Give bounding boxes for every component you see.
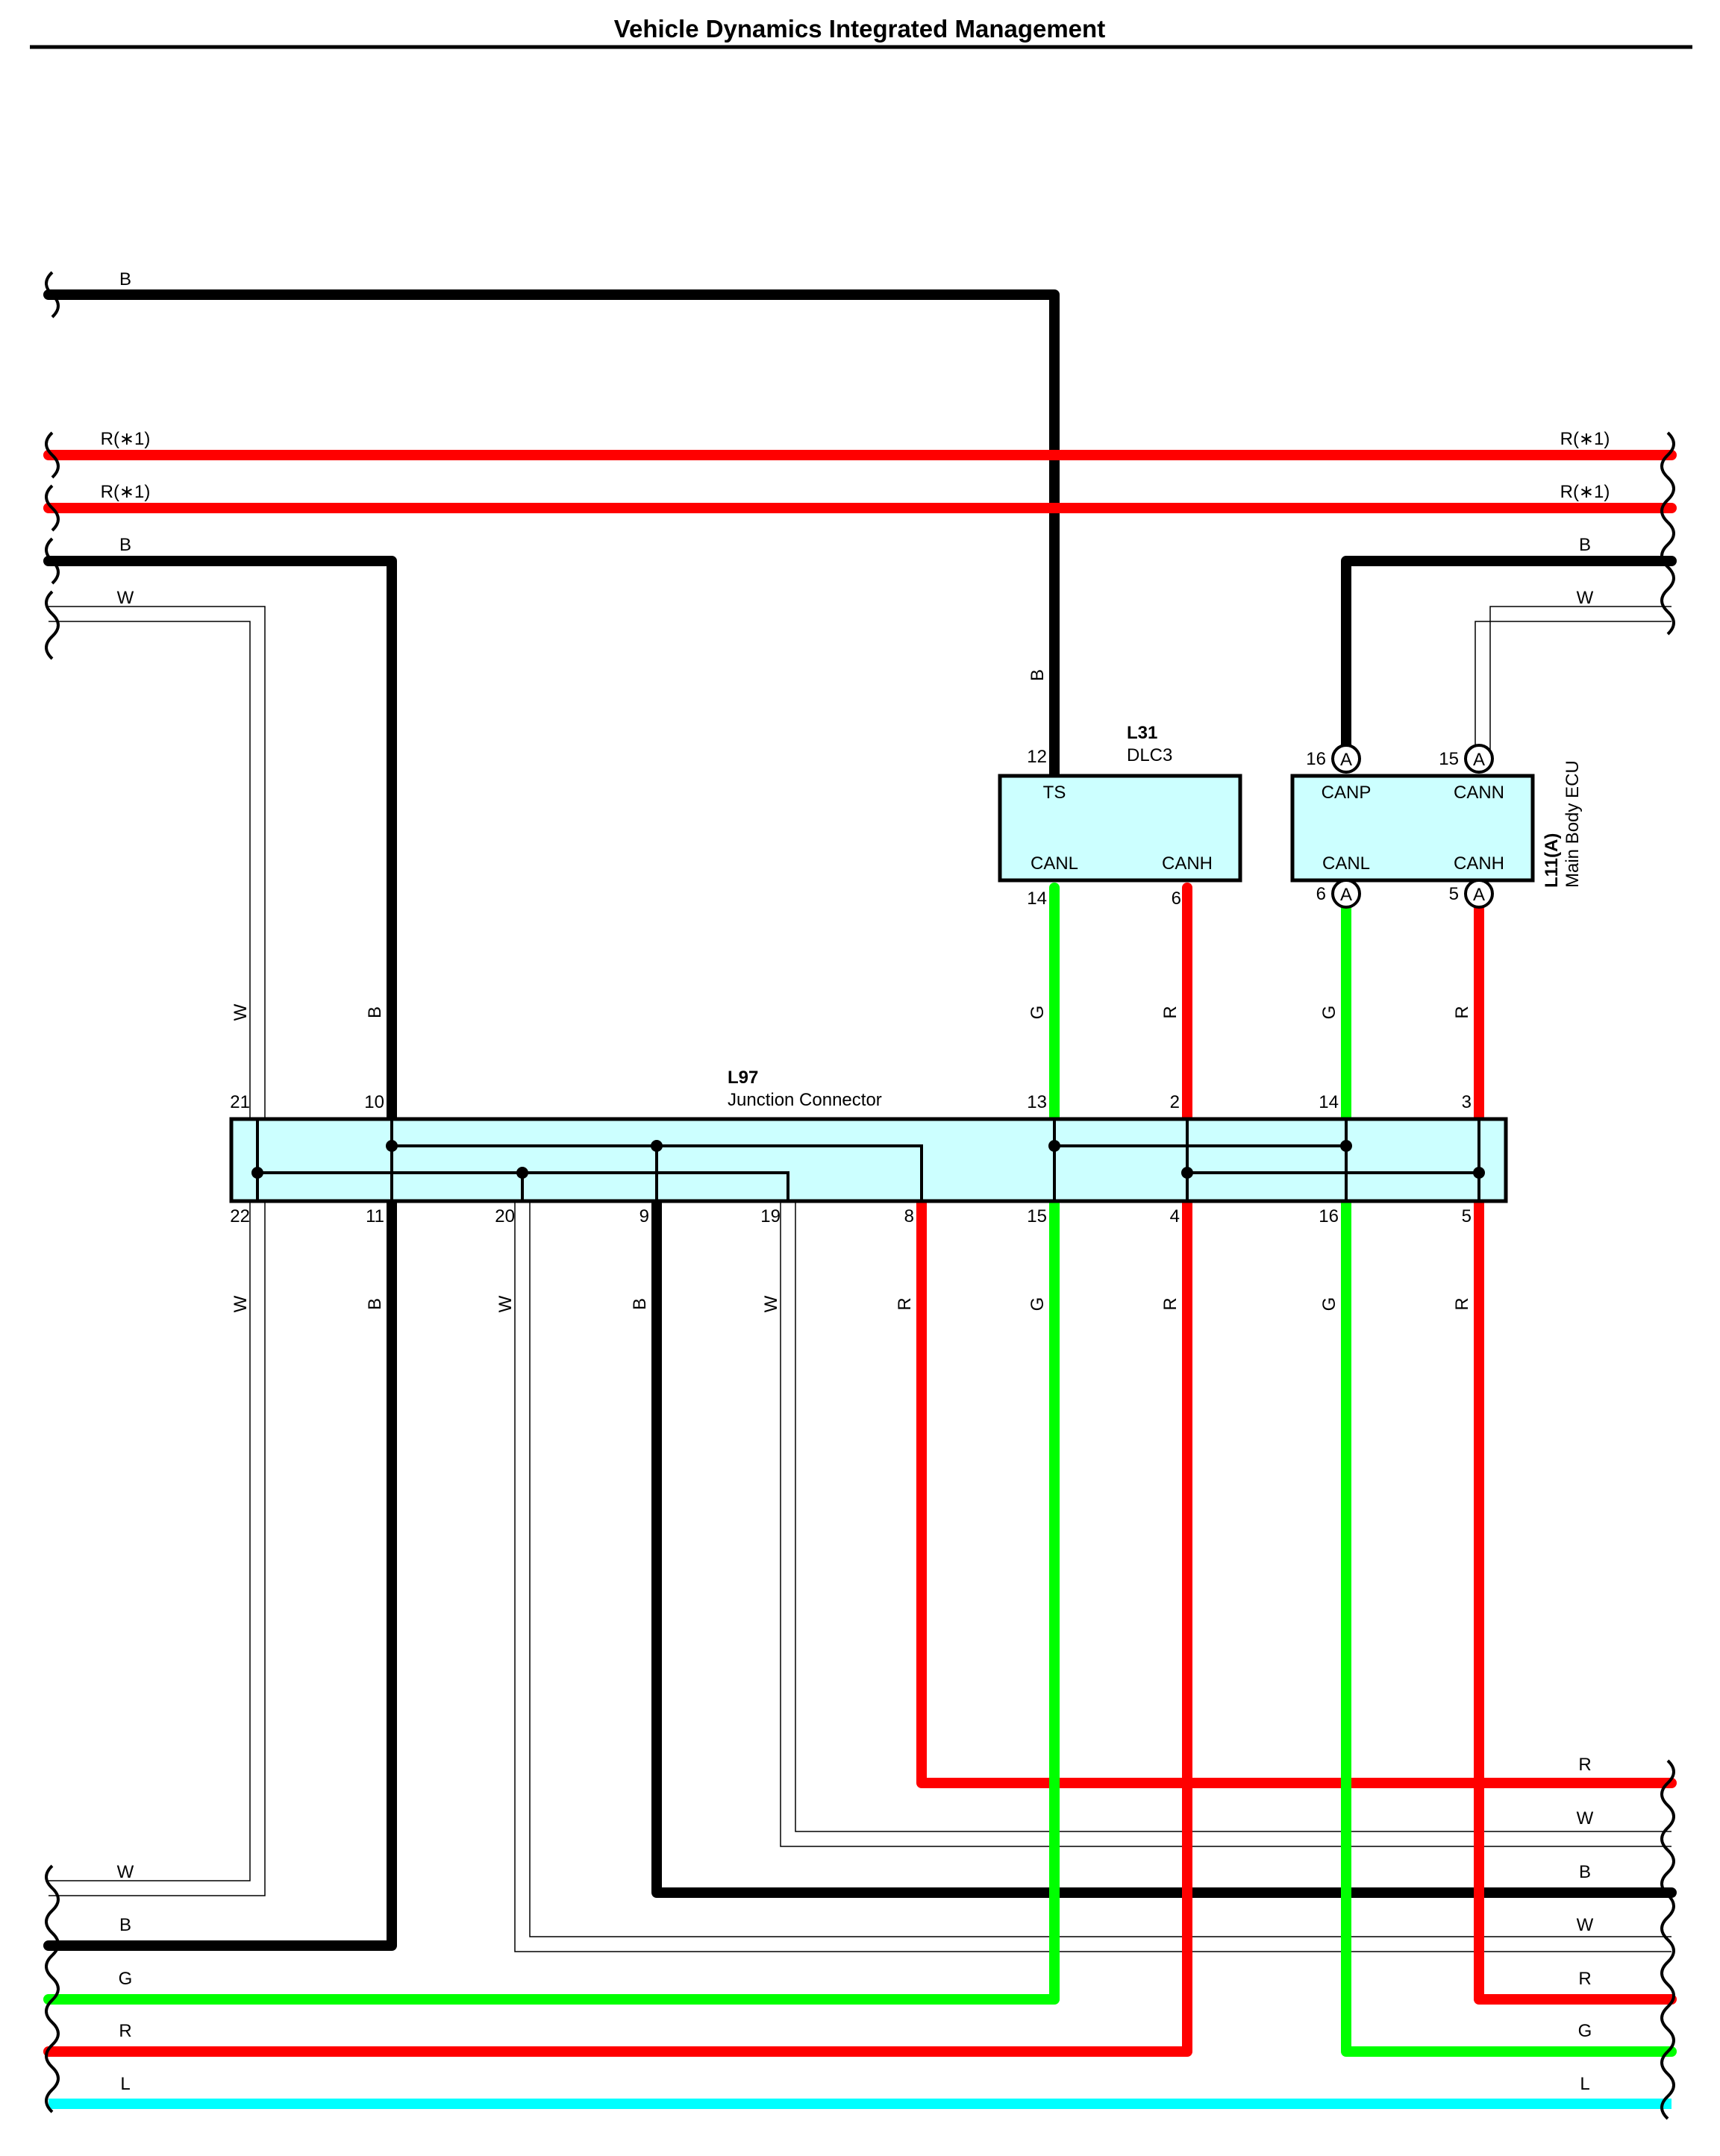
dlc3-pin-canl: 14 [1027,889,1047,909]
wire-color-label: B [119,1915,131,1935]
wire-color-label: W [1577,588,1594,608]
wire-color-label: B [119,269,131,289]
wire-color-label: G [1319,1006,1339,1020]
wire-color-label: W [231,1295,251,1312]
junction-pin: 19 [760,1206,781,1226]
dlc3-name: DLC3 [1127,745,1172,765]
junction-connector: L97 Junction Connector 21 10 13 2 14 3 2… [229,1068,1508,1226]
wire-labels-right: R(∗1) R(∗1) B W R W B W R G L [1560,429,1610,2094]
junction-name: Junction Connector [728,1090,882,1110]
junction-pin: 16 [1319,1206,1339,1226]
wire-color-label: L [120,2074,130,2094]
junction-pin: 11 [366,1206,384,1226]
junction-pin: 2 [1170,1092,1180,1112]
junction-pin: 14 [1319,1092,1339,1112]
wire-color-label: R(∗1) [101,429,151,449]
ecu-connector-label: A [1473,885,1485,905]
wire-color-label: G [1319,1297,1339,1312]
wire-break-marks [45,271,1675,2120]
wire-color-label: W [117,588,134,608]
wire-color-label: L [1580,2074,1589,2094]
dlc3-ref: L31 [1127,723,1157,743]
wire-color-label: R(∗1) [1560,482,1610,502]
wire-color-label: W [1577,1808,1594,1828]
junction-pin: 3 [1462,1092,1472,1112]
junction-pin: 21 [230,1092,250,1112]
wire-color-label: G [1028,1297,1048,1312]
ecu-connector-label: A [1340,885,1352,905]
ecu-connector-label: A [1473,750,1485,770]
page-title: Vehicle Dynamics Integrated Management [614,15,1105,43]
ecu-name: Main Body ECU [1563,760,1583,888]
ecu-connector-label: A [1340,750,1352,770]
junction-pin: 4 [1170,1206,1180,1226]
wire-color-label: W [761,1295,781,1312]
wire-color-label: B [365,1298,385,1310]
junction-pin: 15 [1027,1206,1047,1226]
ecu-pin-canh: 5 [1449,884,1459,904]
wire-color-label: G [119,1969,133,1989]
wire-color-label: W [1577,1915,1594,1935]
main-body-ecu: CANP CANN CANL CANH L11(A) Main Body ECU… [1290,744,1583,909]
white-wires [49,606,1671,1952]
wire-color-label: R [1578,1755,1591,1775]
ecu-terminal-canh: CANH [1454,853,1504,874]
junction-pin: 20 [495,1206,515,1226]
wire-labels-left: B R(∗1) R(∗1) B W W B G R L [101,269,151,2094]
green-wires [43,883,1677,2057]
wire-color-label: G [1028,1006,1048,1020]
wire-color-label: B [1028,669,1048,681]
wire-color-label: W [231,1003,251,1021]
ecu-pin-cann: 15 [1439,749,1459,769]
wire-color-label: B [119,535,131,555]
junction-pin: 13 [1027,1092,1047,1112]
junction-pin: 8 [904,1206,914,1226]
wire-color-label: B [1579,535,1591,555]
junction-ref: L97 [728,1068,758,1088]
wire-color-label: W [117,1862,134,1882]
ecu-pin-canl: 6 [1316,884,1326,904]
ecu-terminal-cann: CANN [1454,783,1504,803]
dlc3-terminal-canl: CANL [1031,853,1078,874]
dlc3-connector: L31 DLC3 TS CANL CANH 12 14 6 [998,723,1242,909]
wire-color-label: G [1578,2021,1592,2041]
wire-color-label: R [1452,1006,1472,1018]
wire-color-label: W [495,1295,516,1312]
wire-color-label: B [630,1298,650,1310]
wire-color-label: R(∗1) [101,482,151,502]
dlc3-pin-canh: 6 [1172,889,1181,909]
junction-pin: 5 [1462,1206,1472,1226]
wire-color-label: B [365,1006,385,1018]
wire-color-label: R(∗1) [1560,429,1610,449]
junction-pin: 22 [230,1206,250,1226]
dlc3-terminal-ts: TS [1043,783,1066,803]
junction-pin: 10 [364,1092,384,1112]
wire-color-label: R [895,1297,915,1310]
ecu-connector-markers: A A A A [1331,744,1494,909]
ecu-pin-canp: 16 [1306,749,1326,769]
wire-color-label: R [1452,1297,1472,1310]
wire-color-label: B [1579,1862,1591,1882]
wire-labels-vertical: B W B G R G R W B W B W R G R G R [231,669,1472,1312]
black-wires [43,289,1677,1951]
dlc3-terminal-canh: CANH [1162,853,1213,874]
junction-pin: 9 [639,1206,649,1226]
ecu-ref: L11(A) [1542,833,1562,888]
ecu-terminal-canl: CANL [1322,853,1370,874]
ecu-terminal-canp: CANP [1322,783,1372,803]
wire-color-label: R [1160,1006,1180,1018]
wire-color-label: R [119,2021,131,2041]
dlc3-pin-ts: 12 [1027,747,1047,767]
wire-color-label: R [1160,1297,1180,1310]
wire-color-label: R [1578,1969,1591,1989]
red-wires [43,450,1677,2057]
